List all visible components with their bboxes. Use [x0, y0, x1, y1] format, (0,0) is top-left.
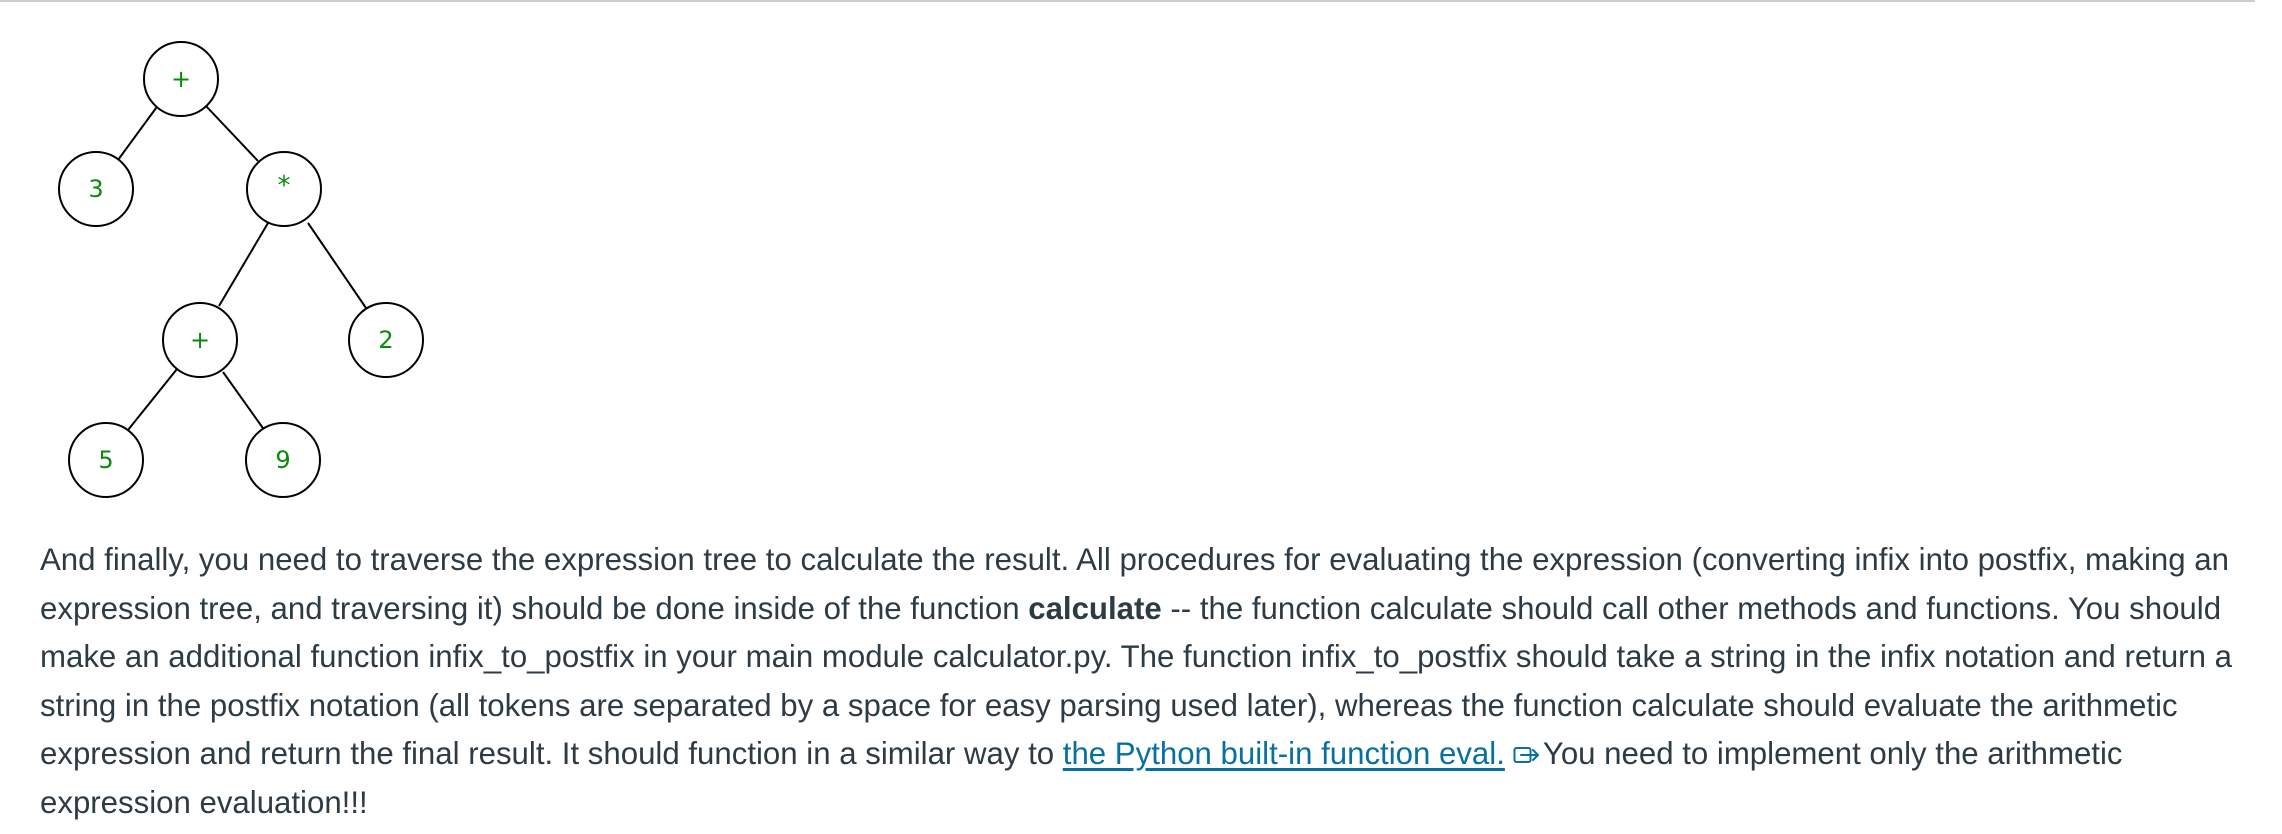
edge-root-n3 [117, 103, 160, 161]
top-divider [0, 0, 2255, 2]
edge-mul-plus2 [218, 222, 269, 307]
calculate-bold: calculate [1028, 590, 1162, 626]
expression-tree: + 3 * + 2 5 9 [58, 41, 424, 498]
node-label-2: 2 [378, 326, 393, 354]
tree-node-plus2: + [162, 302, 238, 378]
node-label-mul: * [278, 171, 291, 201]
edge-root-mul [205, 105, 259, 162]
edge-plus2-n5 [127, 368, 178, 431]
paragraph-text-2: -- the function calculate should call ot… [40, 590, 2232, 772]
python-eval-link[interactable]: the Python built-in function eval. [1063, 736, 1543, 771]
node-label-5: 5 [98, 446, 113, 474]
paragraph-text-3: You need to implement only the arithmeti… [40, 736, 2123, 820]
tree-node-2: 2 [348, 302, 424, 378]
python-eval-link-text: the Python built-in function eval. [1062, 736, 1505, 771]
tree-node-9: 9 [245, 422, 321, 498]
external-link-icon [1513, 745, 1541, 767]
node-label-plus2: + [190, 326, 210, 354]
node-label-root: + [171, 65, 191, 93]
tree-node-mul: * [246, 151, 322, 227]
instructions-paragraph: And finally, you need to traverse the ex… [40, 536, 2260, 827]
node-label-9: 9 [275, 446, 290, 474]
edge-mul-n2 [307, 222, 367, 309]
tree-node-root: + [143, 41, 219, 117]
tree-node-3: 3 [58, 151, 134, 227]
tree-node-5: 5 [68, 422, 144, 498]
paragraph-text-1: And finally, you need to traverse the ex… [40, 542, 2229, 626]
node-label-3: 3 [88, 175, 103, 203]
edge-plus2-n9 [222, 371, 266, 432]
